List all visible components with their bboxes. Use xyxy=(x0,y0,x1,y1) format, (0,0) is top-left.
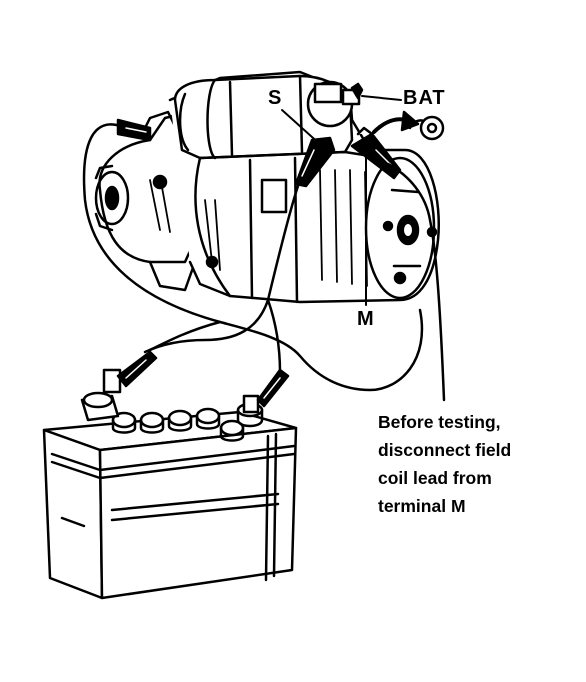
note-line: Before testing, xyxy=(378,412,501,432)
field-coil-lead xyxy=(386,115,446,402)
starter-motor xyxy=(94,70,440,304)
caution-note: Before testing, disconnect field coil le… xyxy=(378,408,511,520)
terminal-m-label: M xyxy=(357,308,374,330)
s-leader xyxy=(281,109,323,147)
jumper-lead-s xyxy=(143,136,336,374)
leader-lines xyxy=(281,95,402,306)
battery xyxy=(42,350,298,600)
disconnect-arrow xyxy=(372,110,420,134)
terminal-bat-label: BAT xyxy=(403,87,446,109)
note-line: coil lead from xyxy=(378,468,492,488)
note-line: terminal M xyxy=(378,496,466,516)
bat-leader xyxy=(361,95,402,101)
terminal-s-label: S xyxy=(268,87,282,109)
note-line: disconnect field xyxy=(378,440,512,460)
